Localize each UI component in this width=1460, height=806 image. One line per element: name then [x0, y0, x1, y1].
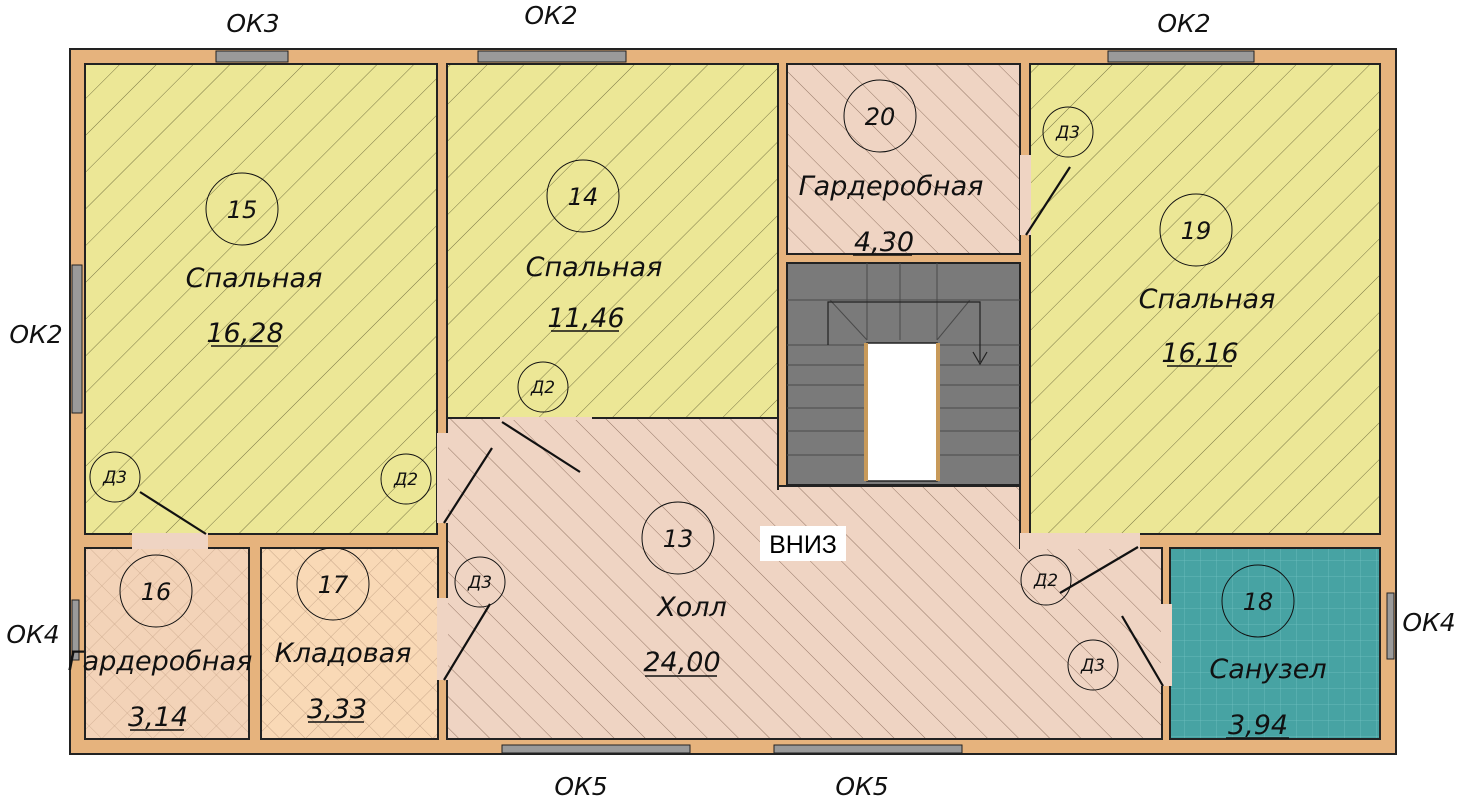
- room-17-number: 17: [318, 571, 349, 599]
- stair-well-opening: [866, 342, 938, 482]
- door-openings: [132, 155, 1172, 686]
- room-16-number: 16: [141, 578, 172, 606]
- room-14-number: 14: [568, 183, 599, 211]
- stair-direction-arrow: [827, 301, 981, 362]
- window-label-bottom-2: ОК5: [835, 772, 888, 801]
- door-label-circles: [89, 106, 1119, 691]
- room-18-area: 3,94: [1228, 710, 1288, 741]
- window-left-mid: [71, 264, 83, 414]
- room-20-wardrobe: [786, 63, 1021, 255]
- room-16-wardrobe: [84, 547, 250, 740]
- room-20-name: Гардеробная: [799, 171, 984, 202]
- window-labels: ОК3 ОК2 ОК2 ОК2 ОК4 ОК4 ОК5 ОК5: [6, 1, 1455, 801]
- window-top-right: [1107, 50, 1255, 63]
- room-15-name: Спальная: [186, 263, 323, 294]
- window-label-top-right: ОК2: [1157, 9, 1210, 38]
- window-label-right-bottom: ОК4: [1402, 608, 1455, 637]
- room-17-area: 3,33: [307, 694, 367, 725]
- room-20-area: 4,30: [854, 227, 914, 258]
- room-18-bathroom: [1169, 547, 1381, 740]
- door-label-r15: Д2: [393, 470, 418, 490]
- door-label-r19: Д2: [1033, 571, 1058, 591]
- room-numbers: 15 14 20 19 16 17 13 18: [141, 103, 1274, 616]
- window-label-top-mid: ОК2: [524, 1, 577, 30]
- door-label-bath: Д3: [1080, 656, 1105, 676]
- door-label-r14: Д2: [530, 378, 555, 398]
- window-left-bottom: [71, 599, 80, 661]
- room-15-number: 15: [227, 196, 258, 224]
- door-label-r16: Д3: [102, 468, 127, 488]
- window-bottom-1: [501, 744, 691, 754]
- windows: [71, 50, 1395, 754]
- room-16-area: 3,14: [128, 702, 188, 733]
- window-top-left: [215, 50, 289, 63]
- room-areas: 16,28 11,46 4,30 16,16 3,14 3,33 24,00 3…: [128, 227, 1288, 741]
- room-19-area: 16,16: [1161, 338, 1238, 369]
- room-18-number: 18: [1243, 588, 1274, 616]
- stairwell: [777, 262, 1021, 490]
- room-names: Спальная Спальная Гардеробная Спальная Г…: [68, 171, 1327, 685]
- room-19-bedroom: [1029, 63, 1381, 535]
- room-20-number: 20: [865, 103, 896, 131]
- room-19-number: 19: [1181, 217, 1212, 245]
- stairs-label-bg: [760, 526, 846, 561]
- window-label-top-left: ОК3: [226, 9, 279, 38]
- room-14-name: Спальная: [526, 252, 663, 283]
- window-top-mid: [477, 50, 627, 63]
- room-17-name: Кладовая: [275, 638, 412, 669]
- room-14-bedroom: [446, 63, 779, 419]
- room-17-storage: [260, 547, 439, 740]
- window-bottom-2: [773, 744, 963, 754]
- window-label-bottom-1: ОК5: [554, 772, 607, 801]
- door-labels: Д2 Д3 Д3 Д2 Д3 Д2 Д3: [102, 123, 1105, 676]
- room-number-circles: [119, 79, 1295, 638]
- window-label-left-mid: ОК2: [9, 320, 62, 349]
- door-label-hall: Д3: [467, 573, 492, 593]
- room-16-name: Гардеробная: [68, 646, 253, 677]
- room-19-name: Спальная: [1139, 284, 1276, 315]
- room-15-bedroom: [84, 63, 438, 535]
- room-13-name: Холл: [655, 592, 727, 623]
- stairs-down-label: ВНИЗ: [769, 531, 837, 559]
- area-underlines: [130, 254, 1289, 739]
- room-13-area: 24,00: [643, 647, 720, 678]
- window-right-bottom: [1386, 592, 1395, 660]
- room-18-name: Санузел: [1209, 654, 1326, 685]
- door-leaves: [139, 166, 1164, 687]
- room-15-area: 16,28: [206, 318, 283, 349]
- room-13-number: 13: [663, 525, 694, 553]
- room-14-area: 11,46: [547, 303, 624, 334]
- rooms: [84, 63, 1381, 740]
- window-label-left-bottom: ОК4: [6, 620, 59, 649]
- door-label-r20: Д3: [1055, 123, 1080, 143]
